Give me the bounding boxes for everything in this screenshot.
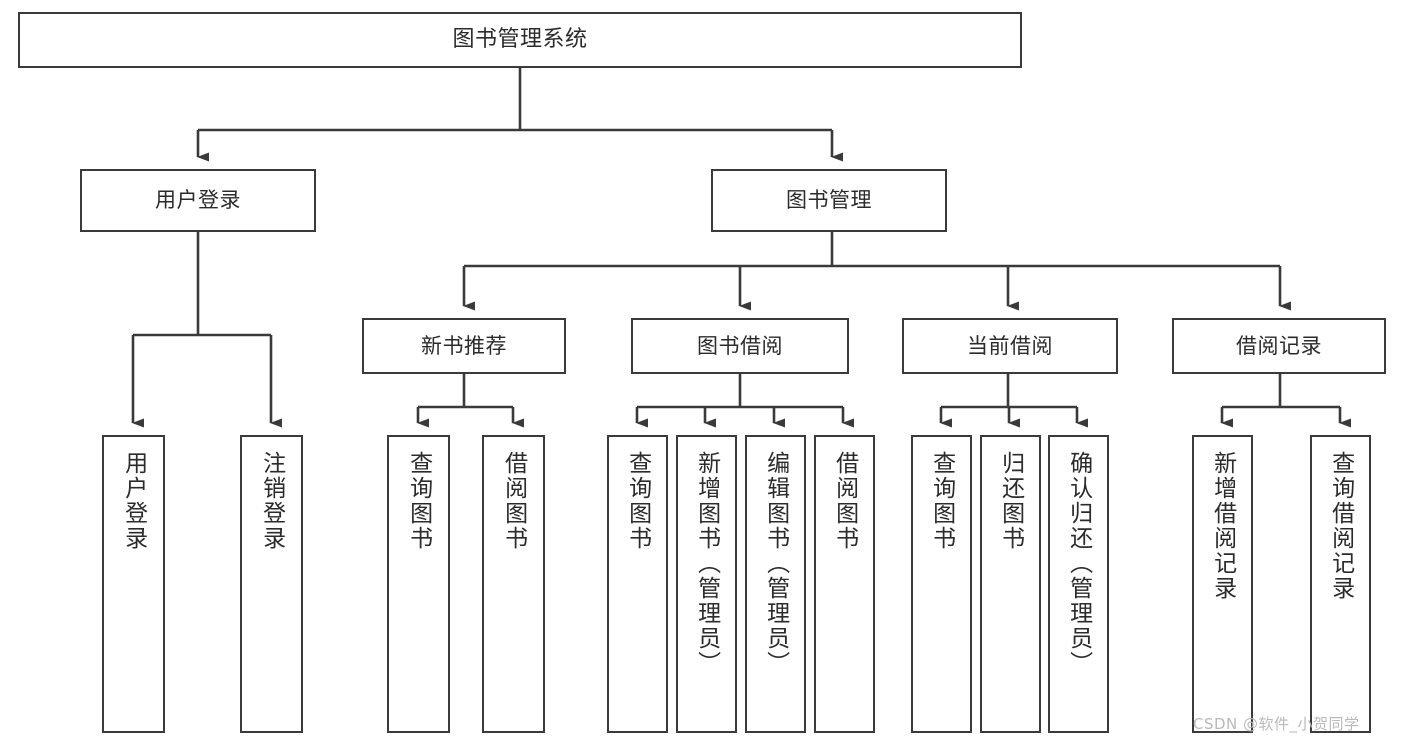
node-label: 用户登录	[155, 188, 241, 213]
csdn-watermark: CSDN @软件_小贺同学	[1193, 715, 1360, 733]
leaf-br-query-record[interactable]: 查询借阅记录	[1310, 435, 1371, 733]
node-user-login[interactable]: 用户登录	[80, 169, 316, 232]
node-label: 归还图书	[997, 451, 1024, 551]
node-label: 查询图书	[928, 451, 955, 551]
node-label: 新书推荐	[421, 333, 507, 358]
node-label: 图书管理系统	[452, 27, 588, 53]
node-label: 借阅图书	[500, 451, 527, 551]
node-label: 当前借阅	[967, 333, 1053, 358]
leaf-nb-query-book[interactable]: 查询图书	[387, 435, 450, 733]
node-book-borrow[interactable]: 图书借阅	[631, 318, 849, 374]
leaf-bb-edit-book-admin[interactable]: 编辑图书（管理员）	[745, 435, 806, 733]
node-label: 新增借阅记录	[1209, 451, 1236, 601]
node-label: 编辑图书（管理员）	[762, 451, 789, 676]
node-label: 图书借阅	[697, 333, 783, 358]
node-label: 注销登录	[258, 451, 285, 551]
node-root-system[interactable]: 图书管理系统	[18, 12, 1022, 68]
node-label: 借阅记录	[1236, 333, 1322, 358]
node-current-borrow[interactable]: 当前借阅	[902, 318, 1118, 374]
leaf-nb-borrow-book[interactable]: 借阅图书	[482, 435, 545, 733]
leaf-logout[interactable]: 注销登录	[240, 435, 303, 733]
node-label: 用户登录	[120, 451, 147, 551]
node-label: 确认归还（管理员）	[1065, 451, 1092, 676]
node-new-book-recommend[interactable]: 新书推荐	[362, 318, 566, 374]
leaf-cb-query-book[interactable]: 查询图书	[911, 435, 972, 733]
node-label: 借阅图书	[831, 451, 858, 551]
leaf-br-add-record[interactable]: 新增借阅记录	[1192, 435, 1253, 733]
node-label: 查询借阅记录	[1327, 451, 1354, 601]
node-label: 查询图书	[624, 451, 651, 551]
leaf-cb-confirm-return-admin[interactable]: 确认归还（管理员）	[1048, 435, 1109, 733]
node-borrow-record[interactable]: 借阅记录	[1172, 318, 1386, 374]
node-label: 图书管理	[786, 188, 872, 213]
leaf-bb-query-book[interactable]: 查询图书	[607, 435, 668, 733]
leaf-bb-add-book-admin[interactable]: 新增图书（管理员）	[676, 435, 737, 733]
node-label: 新增图书（管理员）	[693, 451, 720, 676]
leaf-cb-return-book[interactable]: 归还图书	[980, 435, 1041, 733]
node-book-management[interactable]: 图书管理	[711, 169, 947, 232]
leaf-user-login[interactable]: 用户登录	[102, 435, 165, 733]
node-label: 查询图书	[405, 451, 432, 551]
leaf-bb-borrow-book[interactable]: 借阅图书	[814, 435, 875, 733]
